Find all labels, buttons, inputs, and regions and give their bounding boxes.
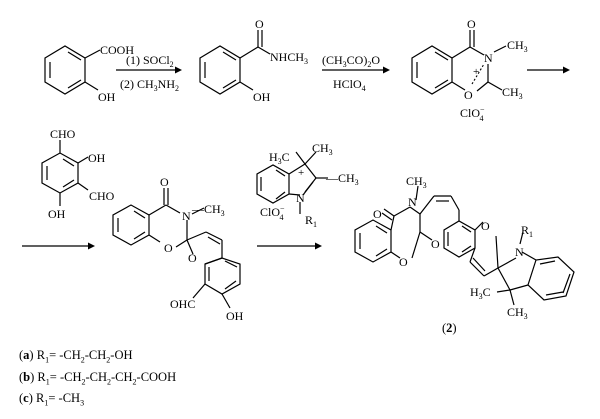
- product-r1: R1: [521, 223, 533, 239]
- step1-reagent1: (1) SOCl2: [126, 53, 174, 69]
- oxazinium-n: N: [484, 51, 493, 65]
- arrow-step3: [527, 66, 570, 74]
- oxazinium-nch3: CH3: [507, 38, 528, 54]
- product-o1: O: [399, 255, 408, 269]
- spiro-o2: O: [188, 251, 197, 265]
- oh-label: OH: [98, 90, 116, 104]
- step2-reagent2: HClO4: [333, 77, 366, 93]
- spiro-oh: OH: [226, 309, 244, 323]
- compound-label: (2): [442, 321, 457, 335]
- amide-oh: OH: [253, 90, 271, 104]
- product-2: O N CH3 O O O N R1 H3C CH3: [354, 174, 575, 321]
- spiro-nch3: —CH3: [191, 202, 225, 218]
- step2-reagent1: (CH3CO)2O: [322, 53, 380, 69]
- salicylic-acid: COOH OH: [44, 43, 134, 104]
- n-methylsalicylamide: O NHCH3 OH: [199, 17, 308, 104]
- cho-label-2: CHO: [89, 189, 115, 203]
- indolium-n: N: [296, 191, 305, 205]
- product-o3: O: [481, 219, 490, 233]
- product-h3c: H3C: [470, 285, 491, 301]
- arrow-step5: [257, 242, 322, 250]
- indolium-clo4: ClO−4: [260, 204, 285, 222]
- spiro-intermediate: O N —CH3 O O OHC OH: [112, 175, 244, 323]
- arrow-step2: (CH3CO)2O HClO4: [322, 53, 390, 93]
- legend-item-b: (b) R1= -CH2-CH2-CH2-COOH: [19, 369, 177, 387]
- indolium-plus: +: [298, 167, 304, 179]
- dihydroxy-isophthalaldehyde: CHO OH CHO OH: [41, 127, 115, 221]
- arrow-step4: [22, 242, 95, 250]
- legend-item-c: (c) R1= -CH3: [19, 391, 85, 408]
- cooh-label: COOH: [100, 43, 134, 57]
- indolium-r1: R1: [305, 213, 317, 229]
- oxazinium-plus: +: [473, 66, 479, 78]
- product-nch3: CH3: [406, 174, 427, 190]
- product-o-top: O: [373, 207, 382, 221]
- spiro-o1: O: [164, 241, 173, 255]
- indolium-ch3-top: CH3: [312, 141, 333, 157]
- oxazinium-ch3: CH3: [502, 85, 523, 101]
- oh-label-1: OH: [88, 151, 106, 165]
- amide-o: O: [255, 17, 264, 31]
- oxazinium-clo4: ClO−4: [460, 105, 485, 123]
- step1-reagent2: (2) CH3NH2: [120, 77, 179, 93]
- product-o2: O: [431, 237, 440, 251]
- indolium-h3c: H3C: [269, 150, 290, 166]
- substituent-legend: (a) R1= -CH2-CH2-OH (b) R1= -CH2-CH2-CH2…: [19, 347, 176, 412]
- oxazinium-o-ring: O: [464, 88, 473, 102]
- amide-nhch3: NHCH3: [270, 50, 308, 66]
- oh-label-2: OH: [48, 207, 66, 221]
- oxazinium-o-top: O: [467, 17, 476, 31]
- benzoxazinium-salt: O N CH3 O + CH3 ClO−4: [411, 17, 528, 123]
- product-ch3: CH3: [507, 305, 528, 321]
- spiro-o-top: O: [160, 175, 169, 189]
- indolium-salt: H3C CH3 —CH3 N + R1 ClO−4: [256, 141, 359, 229]
- product-n: N: [408, 195, 417, 209]
- legend-item-a: (a) R1= -CH2-CH2-OH: [19, 348, 133, 365]
- cho-label-1: CHO: [50, 127, 76, 141]
- spiro-cho: OHC: [170, 297, 195, 311]
- indolium-ch3-right: —CH3: [325, 171, 359, 187]
- product-n-indoline: N: [515, 245, 524, 259]
- spiro-n: N: [182, 209, 191, 223]
- arrow-step1: (1) SOCl2 (2) CH3NH2: [116, 53, 182, 93]
